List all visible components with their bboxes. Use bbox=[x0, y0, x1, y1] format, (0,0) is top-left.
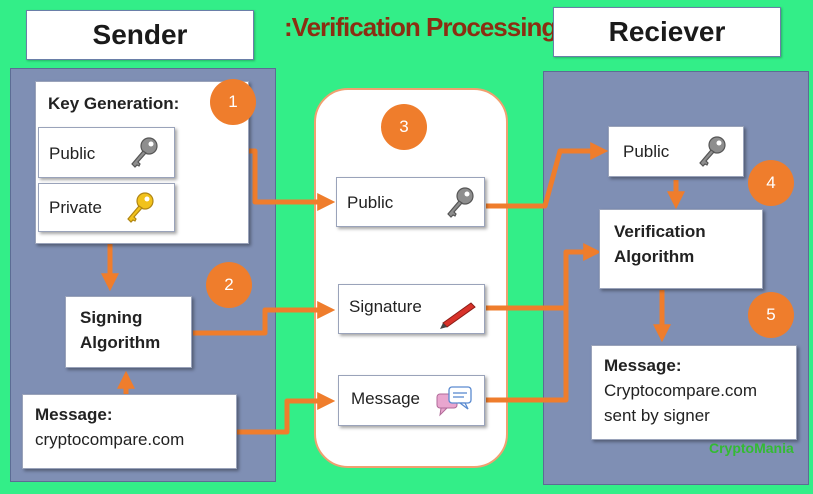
sender-header: Sender bbox=[26, 10, 254, 60]
receiver-header: Reciever bbox=[553, 7, 781, 57]
key-generation-label: Key Generation: bbox=[48, 94, 180, 113]
arrow-middle-public-to-receiver bbox=[486, 142, 609, 209]
verification-label-line2: Algorithm bbox=[614, 247, 695, 266]
arrow-signing-to-signature bbox=[193, 301, 336, 336]
arrow-signature-to-verification bbox=[486, 243, 602, 311]
middle-message-box: Message bbox=[338, 375, 485, 426]
middle-message-label: Message bbox=[351, 389, 420, 408]
receiver-public-key-box: Public bbox=[608, 126, 744, 177]
middle-public-key-box: Public bbox=[336, 177, 485, 227]
receiver-message-line2: sent by signer bbox=[604, 406, 710, 425]
step-5-label: 5 bbox=[766, 305, 776, 324]
step-badge-1: 1 bbox=[210, 79, 256, 125]
step-3-label: 3 bbox=[399, 117, 409, 136]
verification-label-line1: Verification bbox=[614, 222, 706, 241]
step-badge-5: 5 bbox=[748, 292, 794, 338]
page-title: :Verification Processing: bbox=[284, 12, 565, 42]
sender-public-label: Public bbox=[49, 144, 96, 163]
signature-label: Signature bbox=[349, 297, 422, 316]
pencil-icon bbox=[440, 302, 476, 329]
step-badge-3: 3 bbox=[381, 104, 427, 150]
sender-message-title-wrap: Message: bbox=[35, 405, 112, 425]
step-1-label: 1 bbox=[228, 92, 238, 111]
arrow-message-to-middle bbox=[237, 392, 336, 435]
step-badge-4: 4 bbox=[748, 160, 794, 206]
receiver-message-title: Message: bbox=[604, 356, 682, 375]
key-icon bbox=[131, 137, 158, 168]
key-icon bbox=[699, 136, 726, 167]
step-badge-2: 2 bbox=[206, 262, 252, 308]
sender-message-text: cryptocompare.com bbox=[35, 430, 185, 449]
gold-key-icon bbox=[127, 192, 154, 223]
sender-message-box: Message: cryptocompare.com bbox=[22, 394, 237, 469]
sender-header-label: Sender bbox=[92, 19, 188, 50]
key-icon bbox=[447, 187, 474, 218]
sender-private-key-box: Private bbox=[38, 183, 175, 232]
sender-message-title: Message: bbox=[35, 405, 113, 424]
middle-public-label: Public bbox=[347, 193, 394, 212]
sender-private-label: Private bbox=[49, 198, 102, 217]
signing-algorithm-box: Signing Algorithm bbox=[65, 296, 192, 368]
chat-bubbles-icon bbox=[436, 386, 472, 417]
receiver-header-label: Reciever bbox=[608, 16, 726, 47]
signing-label-line2: Algorithm bbox=[80, 333, 161, 352]
signing-label-line1: Signing bbox=[80, 308, 143, 327]
step-4-label: 4 bbox=[766, 173, 776, 192]
receiver-public-label: Public bbox=[623, 142, 670, 161]
step-2-label: 2 bbox=[224, 275, 234, 294]
sender-public-key-box: Public bbox=[38, 127, 175, 178]
arrow-message-to-verification bbox=[486, 252, 569, 403]
signature-box: Signature bbox=[338, 284, 485, 334]
verification-algorithm-box: Verification Algorithm bbox=[599, 209, 763, 289]
receiver-message-line1: Cryptocompare.com bbox=[604, 381, 758, 400]
watermark: CryptoMania bbox=[709, 440, 794, 456]
receiver-message-box: Message: Cryptocompare.com sent by signe… bbox=[591, 345, 797, 440]
